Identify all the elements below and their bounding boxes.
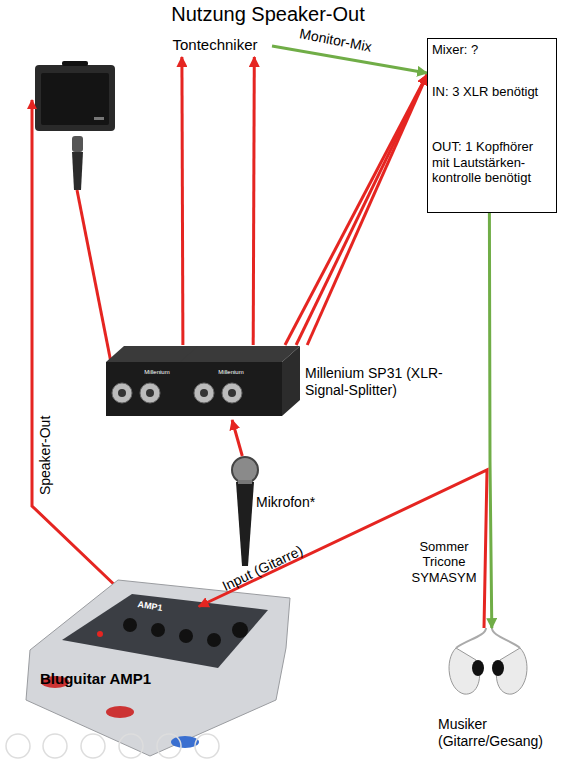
- pedal-knob: [179, 629, 193, 643]
- node-text: Mixer: ?: [432, 42, 552, 58]
- amp-pedal-illustration: [26, 580, 290, 756]
- mic-grille: [232, 457, 258, 483]
- xlr-pin: [200, 389, 208, 397]
- mic-handle: [236, 482, 254, 566]
- node-text: Mikrofon*: [256, 494, 336, 511]
- xlr-pin: [146, 389, 154, 397]
- signal-connector: [182, 57, 183, 345]
- node-text: IN: 3 XLR benötigt: [432, 84, 552, 100]
- in-ear-illustration: [449, 628, 527, 694]
- cabinet-mic: [72, 136, 83, 190]
- pedal-knob: [151, 623, 165, 637]
- splitter-front: [180, 362, 282, 416]
- signal-connector: [253, 57, 254, 345]
- signal-connector: [296, 75, 427, 345]
- splitter-side: [282, 346, 300, 416]
- mixer-box: Mixer: ? IN: 3 XLR benötigtOUT: 1 Kopfhör…: [427, 38, 557, 213]
- toolbar-icon: [195, 734, 219, 758]
- xlr-socket: [222, 383, 242, 403]
- signal-connector: [232, 420, 242, 456]
- signal-connector: [285, 75, 427, 345]
- pedal-led: [97, 631, 103, 637]
- xlr-socket: [112, 383, 132, 403]
- cable-label: Speaker-Out: [37, 405, 54, 505]
- cabinet-grille: [41, 73, 109, 125]
- mic-cable: [77, 190, 116, 388]
- cabinet-handle: [62, 61, 88, 66]
- vocal-mic: [232, 457, 258, 566]
- speaker-cable: [32, 100, 122, 592]
- cable-type: Sommer Tricone SYMASYM: [410, 539, 478, 586]
- pedal-knob: [207, 633, 221, 647]
- signal-connector: [199, 470, 487, 628]
- toolbar-icons: [6, 734, 219, 758]
- cabinet-body: [35, 65, 115, 131]
- toolbar-icon: [119, 734, 143, 758]
- footswitch: [106, 706, 134, 718]
- signal-connector: [489, 213, 491, 628]
- splitter-device: Millenium SP31 (XLR-Signal-Splitter): [100, 345, 470, 420]
- node-text: Tontechniker: [158, 36, 272, 54]
- device-brand: Millenium: [201, 369, 261, 376]
- signal-connector: [307, 75, 427, 345]
- node-text: Musiker (Gitarre/Gesang): [438, 716, 556, 750]
- toolbar-icon: [43, 734, 67, 758]
- node-text: OUT: 1 Kopfhörer mit Lautstärken- kontro…: [432, 139, 552, 186]
- role-label: Tontechniker: [158, 35, 272, 57]
- cabinet-logo: [94, 117, 104, 120]
- pedal-knob: [232, 622, 248, 638]
- toolbar-icon: [157, 734, 181, 758]
- xlr-pin: [118, 389, 126, 397]
- pedal-body: [26, 580, 290, 756]
- node-text: Bluguitar AMP1: [40, 670, 190, 688]
- xlr-socket: [194, 383, 214, 403]
- mic-ring: [238, 480, 252, 484]
- pedal-knob: [123, 618, 137, 632]
- earbud-tip: [492, 660, 504, 676]
- xlr-pin: [228, 389, 236, 397]
- toolbar-icon: [6, 734, 30, 758]
- edge-label: Monitor-Mix: [298, 25, 373, 55]
- diagram-title: Nutzung Speaker-Out: [0, 2, 536, 26]
- cabinet-illustration: [35, 61, 115, 131]
- earbud-tip: [472, 660, 484, 676]
- mic-body: [72, 152, 83, 190]
- toolbar-icon: [81, 734, 105, 758]
- pedal-panel: [62, 594, 268, 668]
- mic-head: [72, 136, 83, 152]
- splitter-top: [180, 346, 300, 362]
- splitter-illustration: [106, 346, 300, 416]
- earbud-cable: [456, 628, 486, 648]
- device-brand: Millenium: [127, 369, 187, 376]
- earbud-cable: [492, 628, 520, 648]
- node-text: Millenium SP31 (XLR-Signal-Splitter): [305, 365, 465, 399]
- edge-label: Input (Gitarre): [219, 542, 305, 595]
- musician: Musiker (Gitarre/Gesang): [432, 628, 562, 763]
- xlr-socket: [140, 383, 160, 403]
